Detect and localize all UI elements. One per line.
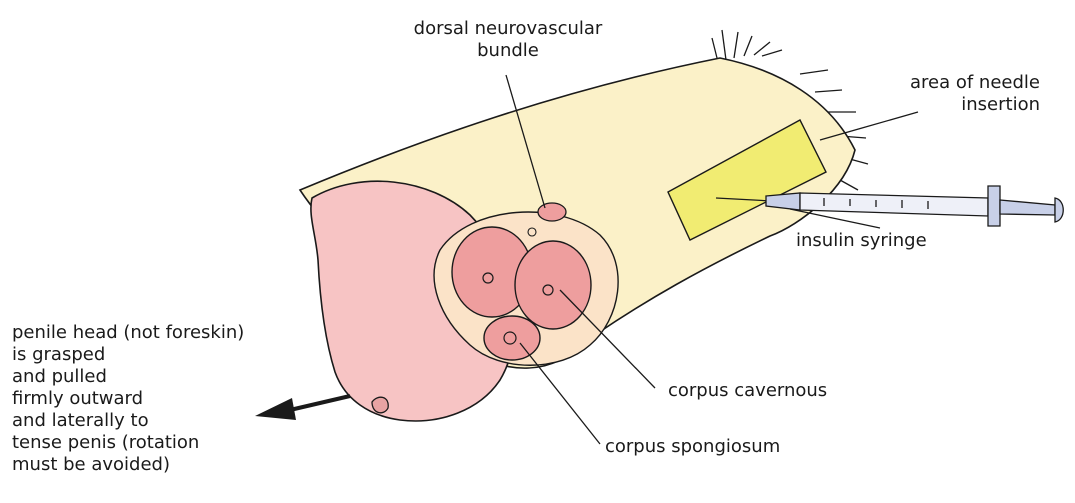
label-area-of-needle-insertion: area of needle insertion	[870, 72, 1040, 116]
urethral-opening	[372, 397, 388, 413]
label-dorsal-neurovascular-bundle: dorsal neurovascular bundle	[378, 18, 638, 62]
label-corpus-cavernous: corpus cavernous	[668, 380, 827, 402]
corpus-spongiosum-shape	[484, 316, 540, 360]
dorsal-bundle-shape	[538, 203, 566, 221]
corpus-cavernosum-right	[515, 241, 591, 329]
label-penile-head-instructions: penile head (not foreskin) is grasped an…	[12, 322, 244, 476]
label-corpus-spongiosum: corpus spongiosum	[605, 436, 780, 458]
label-insulin-syringe: insulin syringe	[796, 230, 927, 252]
traction-arrow	[255, 396, 350, 420]
